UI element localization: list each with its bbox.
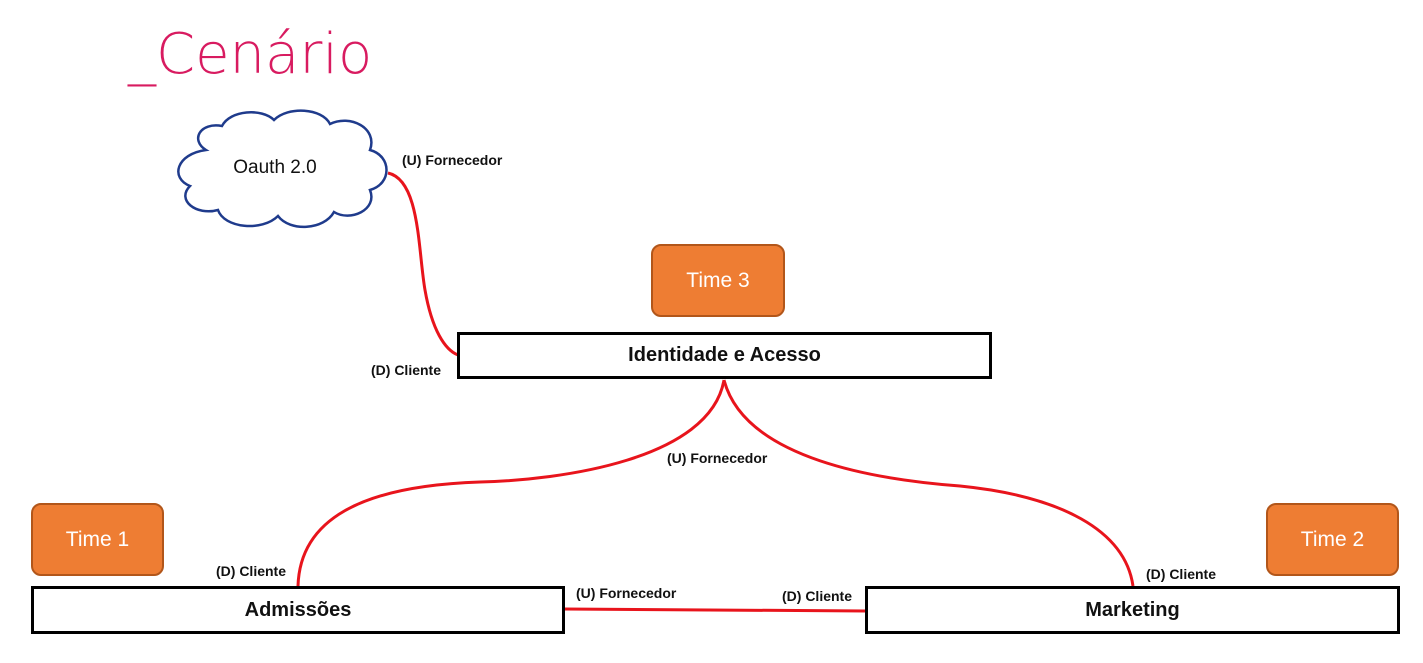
connector-identity-marketing (722, 379, 1135, 587)
marketing-downstream-top-label: (D) Cliente (1146, 566, 1216, 582)
page-title: _Cenário (128, 22, 373, 87)
connector-admissions-marketing (563, 607, 867, 613)
marketing-downstream-left-label: (D) Cliente (782, 588, 852, 604)
admissions-context-box: Admissões (31, 586, 565, 634)
team-3-badge: Time 3 (651, 244, 785, 317)
marketing-context-box: Marketing (865, 586, 1400, 634)
team-2-badge: Time 2 (1266, 503, 1399, 576)
cloud-label: Oauth 2.0 (233, 157, 317, 178)
cloud-shape (177, 109, 388, 229)
identity-upstream-label: (U) Fornecedor (667, 450, 768, 466)
admissions-downstream-label: (D) Cliente (216, 563, 286, 579)
team-1-badge: Time 1 (31, 503, 164, 576)
connector-identity-admissions (296, 379, 726, 587)
admissions-upstream-label: (U) Fornecedor (576, 585, 677, 601)
oauth-upstream-label: (U) Fornecedor (402, 152, 503, 168)
identity-downstream-label: (D) Cliente (371, 362, 441, 378)
connector-oauth-identity (387, 171, 459, 357)
identity-context-box: Identidade e Acesso (457, 332, 992, 379)
